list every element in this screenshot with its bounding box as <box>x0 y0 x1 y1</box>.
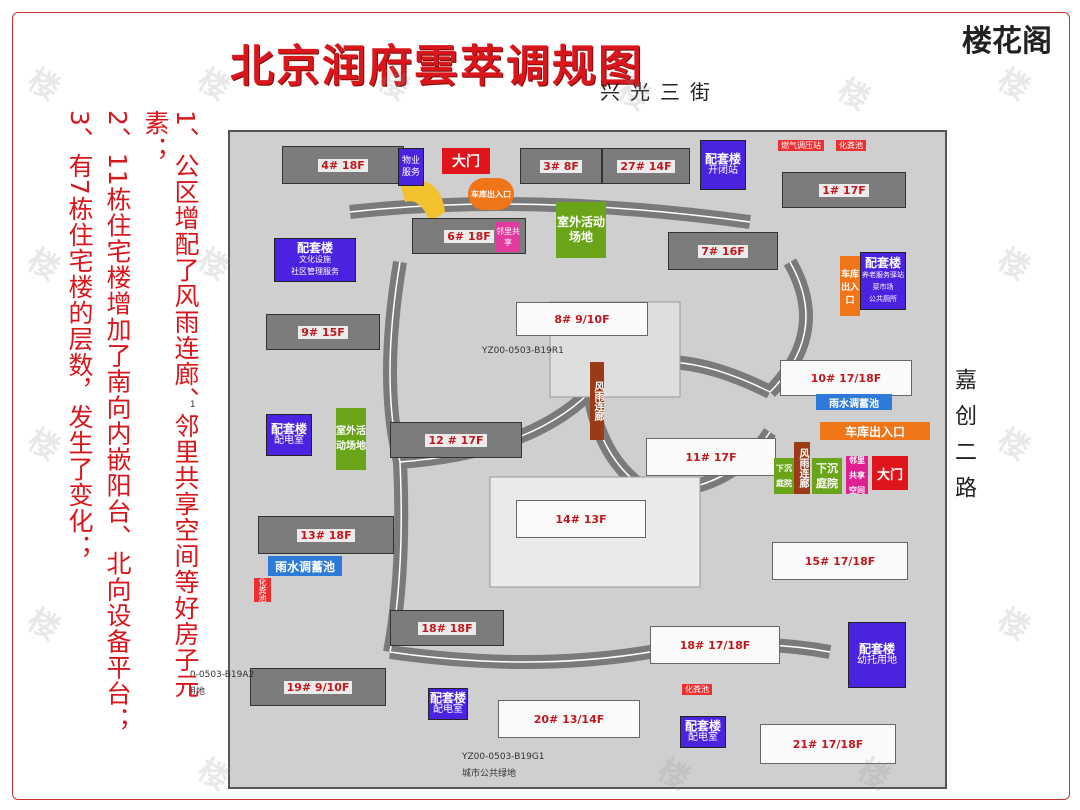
note-3: 3、有7栋住宅楼的层数，发生了变化； <box>65 110 94 560</box>
north-gate: 大门 <box>442 148 490 174</box>
building-8: 8# 9/10F <box>516 302 648 336</box>
north-car-entry: 车库出入口 <box>468 178 514 210</box>
peitao-culture: 配套楼文化设施 社区管理服务 <box>274 238 356 282</box>
road-east-label: 嘉创二路 <box>951 368 976 512</box>
peitao-nursery: 配套楼幼托用地 <box>848 622 906 688</box>
building-27: 27# 14F <box>602 148 690 184</box>
road-north-label: 兴光三街 <box>600 80 720 104</box>
building-12: 12 # 17F <box>390 422 522 458</box>
gas-station: 燃气调压站 <box>778 140 824 151</box>
peitao-power-2: 配套楼配电室 <box>428 688 468 720</box>
septic-tank-3: 化粪池 <box>682 684 712 695</box>
peitao-elder: 配套楼养老服务驿站 菜市场 公共厕所 <box>860 252 906 310</box>
building-13: 13# 18F <box>258 516 394 554</box>
plot-code-south: YZ00-0503-B19G1 <box>462 752 545 762</box>
neighborhood-space: 邻里共享空间 <box>846 456 868 495</box>
east-car-entry-top: 车库出入口 <box>840 256 860 316</box>
east-car-entry: 车库出入口 <box>820 422 930 440</box>
fengyu-corridor-center: 风雨连廊 <box>590 362 604 440</box>
building-19: 19# 9/10F <box>250 668 386 706</box>
notes-panel: 1、公区增配了风雨连廊、邻里共享空间等好房子元素； 2、11栋住宅楼增加了南向内… <box>40 110 200 750</box>
note-1: 1、公区增配了风雨连廊、邻里共享空间等好房子元素； <box>141 110 200 699</box>
building-15: 15# 17/18F <box>772 542 908 580</box>
building-21: 21# 17/18F <box>760 724 896 764</box>
plot-code-west: Z00-0503-B19A2 <box>178 670 255 680</box>
site-plan: 4# 18F 3# 8F 27# 14F 1# 17F 6# 18F 7# 16… <box>228 130 947 789</box>
building-10: 10# 17/18F <box>780 360 912 396</box>
rain-pool-2: 雨水调蓄池 <box>268 556 342 576</box>
page-frame <box>12 12 1070 800</box>
building-4: 4# 18F <box>282 146 404 184</box>
building-14: 14# 13F <box>516 500 646 538</box>
plot-code-south-sub: 城市公共绿地 <box>462 769 517 779</box>
note-2: 2、11栋住宅楼增加了南向内嵌阳台、北向设备平台； <box>103 110 132 733</box>
fengyu-corridor-east: 风雨连廊 <box>794 442 810 494</box>
peitao-power: 配套楼配电室 <box>266 414 312 456</box>
septic-tank-2: 化粪池 <box>254 578 271 602</box>
rain-pool-1: 雨水调蓄池 <box>816 394 892 410</box>
peitao-kaibi: 配套楼开闭站 <box>700 140 746 190</box>
linli-pink: 邻里共享 <box>496 222 520 252</box>
sunken-garden-2: 下沉庭院 <box>812 458 842 494</box>
building-3: 3# 8F <box>520 148 602 184</box>
outdoor-area-1: 室外活动场地 <box>556 202 606 258</box>
building-18b: 18# 17/18F <box>650 626 780 664</box>
building-11: 11# 17F <box>646 438 776 476</box>
septic-tank-1: 化粪池 <box>836 140 866 151</box>
plot-code-center: YZ00-0503-B19R1 <box>482 346 564 356</box>
brand-logo: 楼花阁 <box>962 24 1052 59</box>
building-9: 9# 15F <box>266 314 380 350</box>
building-1: 1# 17F <box>782 172 906 208</box>
building-18a: 18# 18F <box>390 610 504 646</box>
wuye-service: 物业服务 <box>398 148 424 186</box>
sunken-garden-1: 下沉庭院 <box>774 458 794 494</box>
page-title: 北京润府雲萃调规图 <box>230 41 644 92</box>
building-20: 20# 13/14F <box>498 700 640 738</box>
east-gate: 大门 <box>872 456 908 490</box>
plot-code-west-sub: 育用地 <box>178 687 206 697</box>
peitao-power-3: 配套楼配电室 <box>680 716 726 748</box>
building-7: 7# 16F <box>668 232 778 270</box>
outdoor-area-2: 室外活动场地 <box>336 408 366 470</box>
